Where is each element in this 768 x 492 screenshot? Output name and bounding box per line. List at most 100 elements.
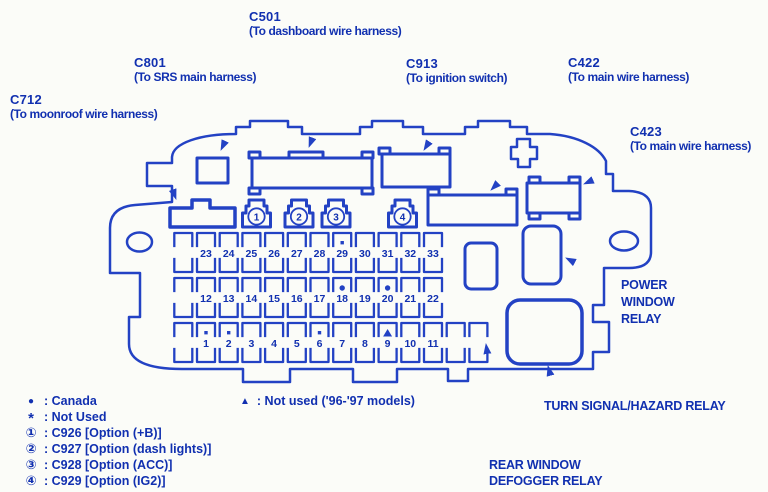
legend-item-canada: ● : Canada [20,393,211,409]
svg-text:28: 28 [314,248,326,260]
c501-connector [247,150,375,196]
fuse-27: 27 [286,231,307,274]
c913-connector [377,146,452,189]
fuse-10: 10 [400,321,421,364]
circled-2-icon: ② [25,441,37,456]
turn-signal-hazard-relay-label: TURN SIGNAL/HAZARD RELAY [544,399,726,413]
fuse-mark-asterisk [340,241,344,245]
keyhole-cutout [509,137,539,169]
svg-text:20: 20 [382,293,394,305]
circled-4-icon: ④ [25,473,37,488]
fuse-16: 16 [286,276,307,319]
svg-text:24: 24 [223,248,235,260]
fuse-32: 32 [400,231,421,274]
option-connector-2: 2 [283,198,315,229]
fuse-30: 30 [354,231,376,274]
fuse-14: 14 [241,276,262,319]
svg-text:17: 17 [314,293,326,305]
connector-desc: (To SRS main harness) [134,70,257,84]
svg-text:29: 29 [336,248,348,260]
fuse-24: 24 [218,231,239,274]
power-window-relay-leader-arrow [565,257,577,267]
svg-text:5: 5 [294,338,300,350]
callout-c423: C423 (To main wire harness) [630,125,751,153]
connector-code: C801 [134,55,166,70]
fuse-mark-triangle [383,329,393,337]
connector-code: C422 [568,55,600,70]
fuse-slot [173,231,194,274]
legend-item-c927: ② : C927 [Option (dash lights)] [20,441,211,457]
callout-c801: C801 (To SRS main harness) [134,56,256,84]
asterisk-icon: * [28,410,34,427]
fuse-13: 13 [218,276,239,319]
fuse-15: 15 [263,276,285,319]
svg-text:13: 13 [223,293,235,305]
svg-text:16: 16 [291,293,303,305]
svg-text:7: 7 [339,338,345,350]
connector-code: C913 [406,56,438,71]
callout-c913: C913 (To ignition switch) [406,57,507,85]
svg-text:14: 14 [246,293,258,305]
c423-connector [525,175,582,221]
fuse-20: 20 [377,276,398,319]
legend-item-not-used: * : Not Used [20,409,211,427]
canada-dot-icon: ● [27,395,35,407]
note-not-used-96-97: ▲ : Not used ('96-'97 models) [240,394,415,408]
fuse-23: 23 [195,231,217,274]
mounting-hole-left [125,231,154,253]
connector-desc: (To main wire harness) [630,139,752,153]
svg-text:1: 1 [203,338,209,350]
fuse-mark-dot [384,285,391,291]
c801-connector [195,156,230,185]
svg-text:9: 9 [385,338,391,350]
fuse-mark-dot [339,285,345,291]
fuse-mark-asterisk [227,331,231,335]
connector-desc: (To ignition switch) [406,71,508,85]
svg-text:3: 3 [333,213,339,224]
svg-text:1: 1 [254,213,260,224]
fuse-8: 8 [354,321,376,364]
fuse-mark-asterisk [204,331,208,335]
rear-window-defogger-relay-label: REAR WINDOW DEFOGGER RELAY [489,458,603,488]
svg-text:12: 12 [200,293,212,305]
option-connector-1: 1 [241,198,272,229]
circled-3-icon: ③ [25,457,37,472]
svg-text:33: 33 [427,248,439,260]
svg-text:11: 11 [427,338,438,350]
triangle-icon: ▲ [240,395,250,407]
c913-leader-arrow [423,139,433,151]
fuse-6: 6 [309,321,330,364]
fuse-19: 19 [354,276,376,319]
fuse-9: 9 [377,321,398,364]
fuse-25: 25 [241,231,262,274]
svg-text:2: 2 [226,338,232,350]
svg-text:18: 18 [336,293,348,305]
fuse-4: 4 [263,321,285,364]
fuse-11: 11 [422,321,444,364]
svg-text:31: 31 [382,248,394,260]
svg-text:27: 27 [291,248,303,260]
svg-text:26: 26 [268,248,280,260]
c422-leader-arrow [490,180,501,191]
c712-connector [168,198,237,229]
fuse-2: 2 [218,321,239,364]
fuse-28: 28 [309,231,330,274]
fuse-26: 26 [263,231,285,274]
fuse-1: 1 [195,321,217,364]
fuse-17: 17 [309,276,330,319]
option-connector-3: 3 [320,198,352,229]
legend-item-c928: ③ : C928 [Option (ACC)] [20,457,211,473]
svg-text:4: 4 [271,338,277,350]
fuse-33: 33 [422,231,444,274]
callout-c422: C422 (To main wire harness) [568,56,689,84]
svg-text:8: 8 [362,338,368,350]
connector-code: C712 [10,92,42,107]
fuse-5: 5 [286,321,307,364]
svg-text:6: 6 [317,338,323,350]
svg-text:25: 25 [246,248,258,260]
legend-item-c929: ④ : C929 [Option (IG2)] [20,473,211,489]
